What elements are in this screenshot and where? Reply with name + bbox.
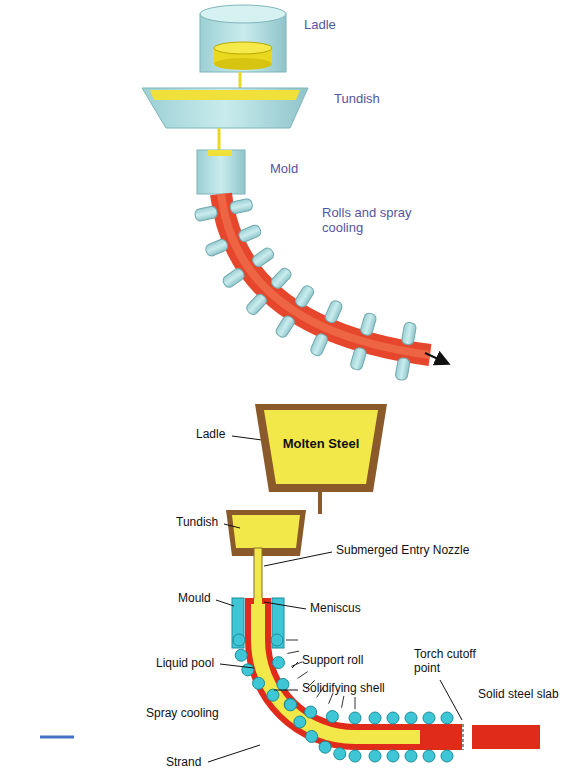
spray-line bbox=[291, 662, 302, 667]
roll bbox=[324, 299, 344, 324]
cutoff-line bbox=[463, 724, 464, 750]
support-roll bbox=[387, 750, 399, 762]
support-roll bbox=[294, 716, 306, 728]
support-roll bbox=[284, 698, 296, 710]
part-label: Ladle bbox=[304, 18, 336, 33]
roll bbox=[229, 198, 253, 214]
support-roll bbox=[441, 712, 453, 724]
callout-label: Submerged Entry Nozzle bbox=[336, 544, 469, 558]
support-roll bbox=[423, 750, 435, 762]
part-label: Rolls and spray cooling bbox=[322, 206, 434, 236]
support-roll bbox=[349, 750, 361, 762]
decor-line bbox=[40, 736, 74, 739]
support-roll bbox=[267, 689, 279, 701]
callout-label: Spray cooling bbox=[146, 707, 219, 721]
spray-line bbox=[287, 651, 299, 653]
roll bbox=[194, 206, 218, 222]
callout-label: Support roll bbox=[302, 654, 363, 668]
spray-line bbox=[286, 640, 298, 641]
ladle-wall bbox=[255, 404, 387, 492]
support-roll bbox=[319, 741, 331, 753]
support-roll bbox=[277, 678, 289, 690]
steel-stream bbox=[239, 72, 242, 90]
roll bbox=[395, 357, 411, 381]
callout-label: Tundish bbox=[176, 516, 218, 530]
callout-label: Mould bbox=[178, 592, 211, 606]
support-roll bbox=[306, 730, 318, 742]
submerged-entry-nozzle bbox=[254, 548, 262, 634]
support-roll bbox=[235, 649, 247, 661]
spray-line bbox=[298, 672, 308, 679]
roll bbox=[245, 292, 269, 316]
support-roll bbox=[369, 712, 381, 724]
callout-label: Solid steel slab bbox=[478, 688, 559, 702]
support-roll bbox=[334, 748, 346, 760]
part-label: Tundish bbox=[334, 92, 380, 107]
spray-lines bbox=[286, 640, 355, 709]
callout-label: Strand bbox=[166, 756, 201, 770]
support-roll bbox=[423, 712, 435, 724]
support-roll bbox=[271, 634, 283, 646]
roll bbox=[269, 266, 293, 290]
roll bbox=[294, 284, 316, 309]
bottom-tundish bbox=[226, 510, 306, 556]
spray-line bbox=[355, 697, 356, 709]
support-roll bbox=[233, 634, 245, 646]
roll bbox=[401, 322, 417, 346]
callout-label: Solidifying shell bbox=[302, 682, 385, 696]
support-roll bbox=[242, 664, 254, 676]
solid-slab bbox=[472, 725, 540, 749]
support-roll bbox=[387, 712, 399, 724]
roll bbox=[204, 238, 229, 258]
roll bbox=[274, 314, 296, 339]
roll bbox=[221, 267, 246, 289]
molten-steel bbox=[264, 410, 378, 484]
ladle-vessel: Molten Steel bbox=[255, 404, 387, 492]
support-roll bbox=[253, 677, 265, 689]
support-roll bbox=[272, 657, 284, 669]
roll bbox=[251, 246, 276, 268]
spray-line bbox=[342, 696, 344, 708]
ladle-nozzle bbox=[318, 490, 322, 514]
callout-label: Meniscus bbox=[310, 602, 361, 616]
roll bbox=[350, 347, 368, 371]
support-roll bbox=[285, 699, 297, 711]
roll bbox=[309, 332, 329, 357]
nozzle-in-pool bbox=[254, 598, 262, 634]
callout-label: Torch cutoff point bbox=[414, 648, 490, 676]
top-mold bbox=[197, 150, 245, 194]
support-roll bbox=[441, 750, 453, 762]
support-roll bbox=[326, 711, 338, 723]
callout-label: Liquid pool bbox=[156, 657, 214, 671]
top-tundish bbox=[142, 88, 308, 128]
steel-stream bbox=[218, 128, 221, 152]
top-rolls bbox=[194, 198, 417, 381]
roll bbox=[360, 312, 378, 336]
part-label: Mold bbox=[270, 162, 298, 177]
node-text: Molten Steel bbox=[281, 437, 361, 452]
support-roll bbox=[405, 712, 417, 724]
callout-label: Ladle bbox=[196, 428, 225, 442]
support-roll bbox=[349, 712, 361, 724]
direction-arrow bbox=[425, 353, 447, 363]
support-roll bbox=[305, 706, 317, 718]
support-roll bbox=[369, 750, 381, 762]
top-ladle bbox=[200, 5, 286, 72]
roll bbox=[237, 224, 262, 244]
support-roll bbox=[405, 750, 417, 762]
